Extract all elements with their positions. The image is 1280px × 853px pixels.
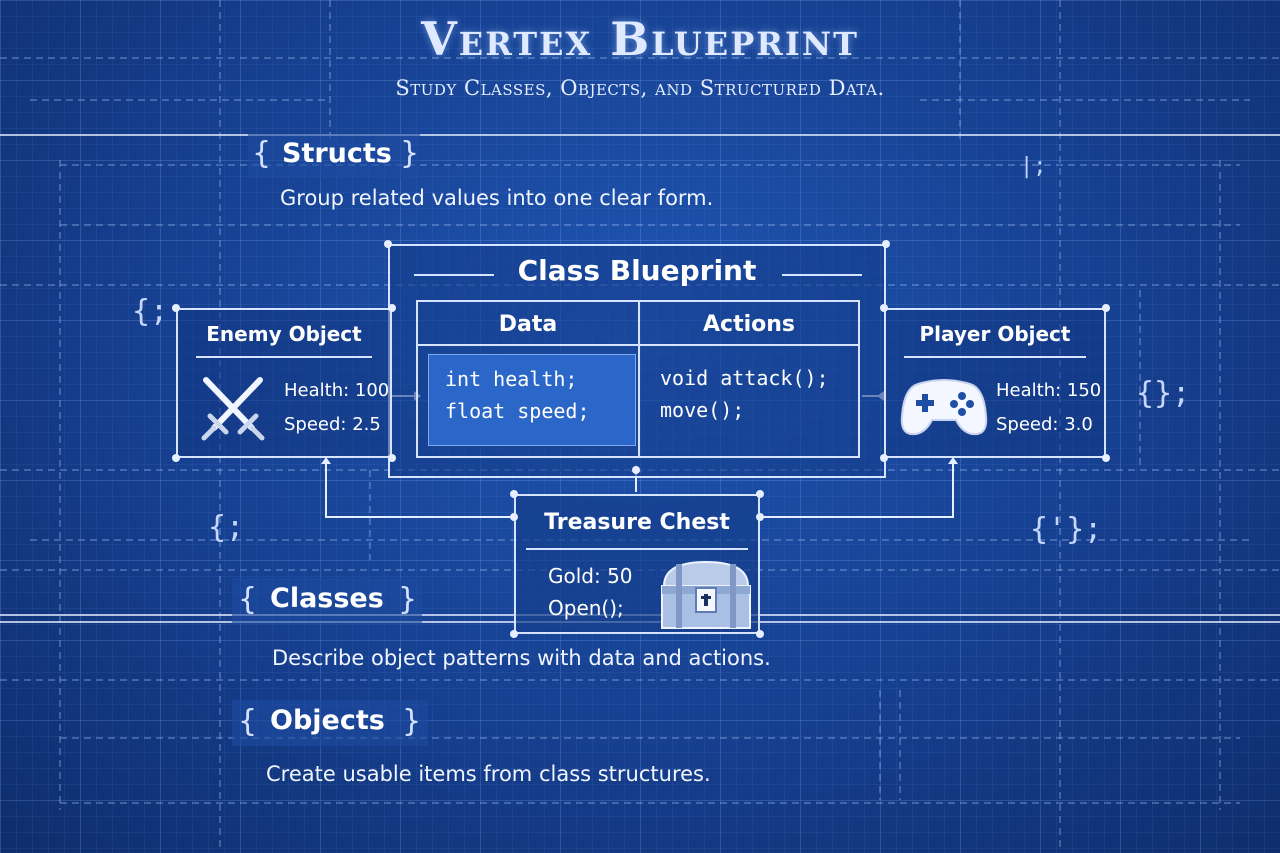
section-structs-title: Structs	[282, 138, 392, 169]
junction-dot	[510, 513, 518, 521]
actions-cell: void attack(); move();	[646, 354, 852, 444]
brace-open: {	[252, 136, 272, 171]
player-speed: Speed: 3.0	[996, 414, 1093, 435]
blueprint-table: Data Actions int health; float speed; vo…	[416, 300, 860, 458]
enemy-speed: Speed: 2.5	[284, 414, 381, 435]
junction-dot	[384, 240, 392, 248]
junction-dot	[172, 454, 180, 462]
section-classes-title: Classes	[270, 583, 384, 614]
treasure-chest-box: Treasure Chest Gold: 50 Open();	[514, 494, 760, 634]
data-cell: int health; float speed;	[428, 354, 636, 446]
junction-dot	[880, 454, 888, 462]
brace-close: }	[398, 582, 418, 617]
player-title-rule	[904, 356, 1086, 358]
page-subtitle: Study Classes, Objects, and Structured D…	[395, 76, 885, 100]
action-line-move: move();	[660, 398, 745, 422]
enemy-object-title: Enemy Object	[206, 322, 362, 346]
deco-fragment-left-mid: {;	[208, 510, 245, 545]
class-blueprint-title: Class Blueprint	[517, 254, 757, 287]
deco-fragment-right-top: {};	[1136, 376, 1191, 411]
actions-column-header: Actions	[703, 312, 795, 337]
player-object-title: Player Object	[919, 322, 1071, 346]
brace-open: {	[238, 582, 258, 617]
table-divider-vertical	[638, 302, 640, 456]
enemy-object-box: Enemy Object Health: 100 Speed: 2.5	[176, 308, 392, 458]
junction-dot	[882, 240, 890, 248]
table-divider-horizontal	[418, 344, 858, 346]
junction-dot	[510, 630, 518, 638]
section-structs-header: { Structs }	[248, 134, 420, 178]
class-blueprint-box: Class Blueprint Data Actions int health;…	[388, 244, 886, 478]
section-objects-header: { Objects }	[232, 700, 428, 746]
junction-dot	[632, 466, 640, 474]
section-structs-description: Group related values into one clear form…	[280, 186, 714, 210]
deco-fragment-top-right: |;	[1020, 154, 1047, 179]
treasure-chest-title: Treasure Chest	[544, 510, 730, 535]
player-object-box: Player Object Health: 150 Speed: 3.0	[884, 308, 1106, 458]
treasure-chest-icon	[661, 560, 751, 629]
enemy-title-rule	[196, 356, 372, 358]
blueprint-title-rule-right	[782, 274, 862, 276]
junction-dot	[756, 630, 764, 638]
player-health: Health: 150	[996, 380, 1102, 401]
junction-dot	[172, 304, 180, 312]
junction-dot	[510, 490, 518, 498]
section-classes-header: { Classes }	[232, 578, 422, 624]
section-objects-title: Objects	[270, 705, 385, 736]
chest-open-method: Open();	[548, 596, 624, 620]
junction-dot	[756, 513, 764, 521]
data-line-speed: float speed;	[445, 399, 590, 423]
brace-open: {	[238, 704, 258, 739]
junction-dot	[880, 304, 888, 312]
chest-title-rule	[526, 548, 748, 550]
brace-close: }	[402, 704, 422, 739]
data-line-health: int health;	[445, 367, 578, 391]
data-column-header: Data	[498, 312, 558, 337]
section-classes-description: Describe object patterns with data and a…	[272, 646, 771, 670]
junction-dot	[388, 304, 396, 312]
junction-dot	[388, 454, 396, 462]
crossed-swords-icon	[201, 377, 265, 441]
brace-close: }	[400, 136, 420, 171]
section-objects-description: Create usable items from class structure…	[266, 762, 711, 786]
junction-dot	[756, 490, 764, 498]
blueprint-title-rule-left	[414, 274, 494, 276]
junction-dot	[1102, 304, 1110, 312]
enemy-health: Health: 100	[284, 380, 390, 401]
junction-dot	[1102, 454, 1110, 462]
gamepad-icon	[900, 379, 988, 436]
deco-fragment-left-top: {;	[132, 294, 169, 329]
deco-fragment-right-mid: {'};	[1030, 512, 1103, 547]
action-line-attack: void attack();	[660, 366, 829, 390]
chest-gold: Gold: 50	[548, 564, 633, 588]
page-title: Vertex Blueprint	[421, 12, 859, 66]
